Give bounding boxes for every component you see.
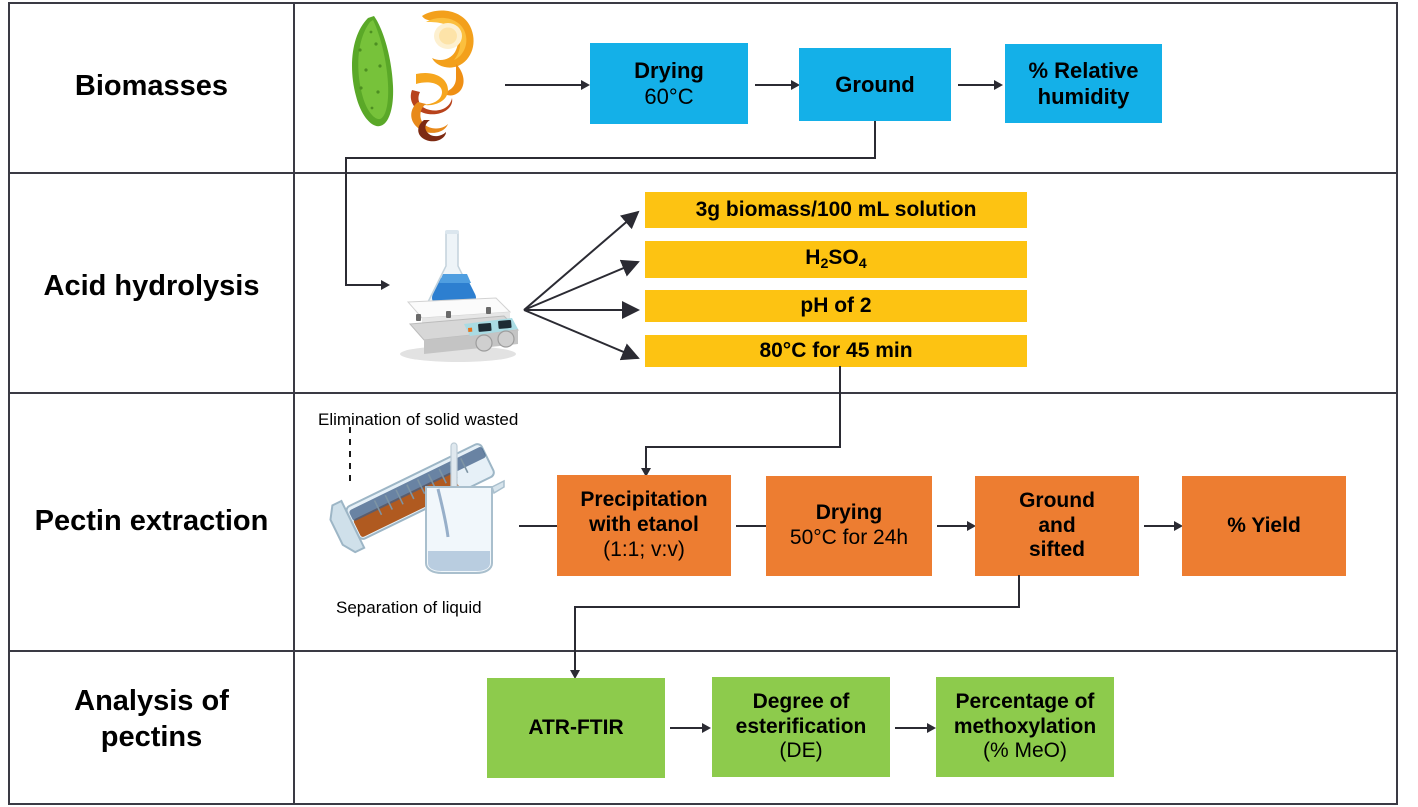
table-row-divider-1 <box>8 172 1398 174</box>
connector-r3r4-seg-left <box>574 606 1020 608</box>
connector-ground-sifted-to-yield <box>1144 525 1178 527</box>
arrowhead-into-hotplate <box>381 280 390 290</box>
table-column-divider <box>293 2 295 805</box>
box-percentage-methoxylation-line3: (% MeO) <box>983 739 1067 763</box>
biomass-peels-image <box>352 10 474 142</box>
stage-label-biomasses: Biomasses <box>74 70 229 102</box>
fan-connector-acid-hydrolysis <box>523 210 640 361</box>
arrowhead-art-to-drying <box>581 80 590 90</box>
caption-elimination-solid-waste: Elimination of solid wasted <box>318 410 519 429</box>
connector-r2r3-seg-left <box>645 446 841 448</box>
box-atr-ftir-label: ATR-FTIR <box>528 715 624 739</box>
box-ground-and-sifted[interactable]: Ground and sifted <box>975 476 1139 576</box>
connector-drying-to-ground-sifted <box>937 525 971 527</box>
graduated-cylinder-beaker-image <box>329 427 505 574</box>
box-drying-50c-24h-line2: 50°C for 24h <box>789 526 909 549</box>
stage-label-analysis-line1: Analysis of <box>74 685 229 717</box>
connector-ground-to-humidity <box>958 84 998 86</box>
box-sulfuric-acid[interactable]: H2SO4 <box>645 241 1027 278</box>
box-ground-and-sifted-line2: and <box>1038 513 1076 537</box>
box-drying-60c-line1: Drying <box>634 57 704 83</box>
table-frame <box>8 2 1398 805</box>
box-percent-yield[interactable]: % Yield <box>1182 476 1346 576</box>
box-sulfuric-acid-label: H2SO4 <box>805 246 867 273</box>
box-biomass-ratio[interactable]: 3g biomass/100 mL solution <box>645 192 1027 228</box>
arrowhead-into-atr-ftir <box>570 670 580 679</box>
connector-precipitation-to-drying <box>736 525 772 527</box>
box-relative-humidity-line1: % Relative <box>1028 57 1139 83</box>
table-row-divider-3 <box>8 650 1398 652</box>
connector-r1r2-seg-right <box>345 284 385 286</box>
box-drying-50c-24h[interactable]: Drying 50°C for 24h <box>766 476 932 576</box>
box-degree-of-esterification-line1: Degree of <box>752 689 850 713</box>
box-temp-time[interactable]: 80°C for 45 min <box>645 335 1027 367</box>
connector-art-to-drying <box>505 84 583 86</box>
connector-r2r3-seg-down1 <box>839 366 841 448</box>
connector-r3r4-seg-down2 <box>574 606 576 674</box>
connector-r1r2-seg-down2 <box>345 157 347 286</box>
arrowhead-atrftir-to-de <box>702 723 711 733</box>
connector-r1r2-seg-left <box>345 157 876 159</box>
box-atr-ftir[interactable]: ATR-FTIR <box>487 678 665 778</box>
box-ph-of-2[interactable]: pH of 2 <box>645 290 1027 322</box>
stage-label-acid-hydrolysis: Acid hydrolysis <box>43 270 260 302</box>
box-precipitation-ethanol[interactable]: Precipitation with etanol (1:1; v:v) <box>557 475 731 576</box>
box-percent-yield-label: % Yield <box>1227 513 1301 537</box>
arrowhead-ground-to-humidity <box>994 80 1003 90</box>
box-percentage-methoxylation-line1: Percentage of <box>955 689 1095 713</box>
connector-r2r3-seg-down2 <box>645 446 647 472</box>
box-degree-of-esterification-line2: esterification <box>735 714 867 738</box>
connector-art-to-precipitation <box>519 525 561 527</box>
connector-atrftir-to-de <box>670 727 706 729</box>
box-precipitation-ethanol-line3: (1:1; v:v) <box>603 537 685 561</box>
box-drying-50c-24h-line1: Drying <box>815 501 883 525</box>
box-ph-of-2-label: pH of 2 <box>800 293 872 317</box>
box-degree-of-esterification-line3: (DE) <box>779 739 823 763</box>
box-ground-label: Ground <box>835 71 915 97</box>
box-ground[interactable]: Ground <box>799 48 951 121</box>
box-drying-60c-line2: 60°C <box>644 83 694 109</box>
box-ground-and-sifted-line1: Ground <box>1019 488 1095 512</box>
box-degree-of-esterification[interactable]: Degree of esterification (DE) <box>712 677 890 777</box>
caption-separation-of-liquid: Separation of liquid <box>336 598 482 617</box>
box-percentage-methoxylation[interactable]: Percentage of methoxylation (% MeO) <box>936 677 1114 777</box>
arrowhead-into-precipitation <box>641 468 651 477</box>
stage-label-analysis-of-pectins: Analysis of pectins <box>10 683 293 756</box>
box-relative-humidity-line2: humidity <box>1037 83 1130 109</box>
box-temp-time-label: 80°C for 45 min <box>759 338 913 362</box>
arrowhead-ground-sifted-to-yield <box>1174 521 1183 531</box>
box-relative-humidity[interactable]: % Relative humidity <box>1005 44 1162 123</box>
stage-label-pectin-extraction: Pectin extraction <box>34 505 269 537</box>
box-precipitation-ethanol-line2: with etanol <box>589 513 699 537</box>
box-drying-60c[interactable]: Drying 60°C <box>590 43 748 124</box>
table-row-divider-2 <box>8 392 1398 394</box>
arrowhead-drying-to-ground <box>791 80 800 90</box>
box-ground-and-sifted-line3: sifted <box>1028 538 1085 562</box>
stage-label-analysis-line2: pectins <box>100 721 203 754</box>
connector-r1r2-seg-down1 <box>874 121 876 159</box>
connector-de-to-meo <box>895 727 931 729</box>
connector-drying-to-ground <box>755 84 795 86</box>
arrowhead-drying-to-ground-sifted <box>967 521 976 531</box>
box-percentage-methoxylation-line2: methoxylation <box>953 714 1097 738</box>
connector-r3r4-seg-down1 <box>1018 575 1020 608</box>
box-precipitation-ethanol-line1: Precipitation <box>580 488 708 512</box>
hotplate-stirrer-flask-image <box>400 230 520 362</box>
box-biomass-ratio-label: 3g biomass/100 mL solution <box>695 197 977 221</box>
arrowhead-de-to-meo <box>927 723 936 733</box>
